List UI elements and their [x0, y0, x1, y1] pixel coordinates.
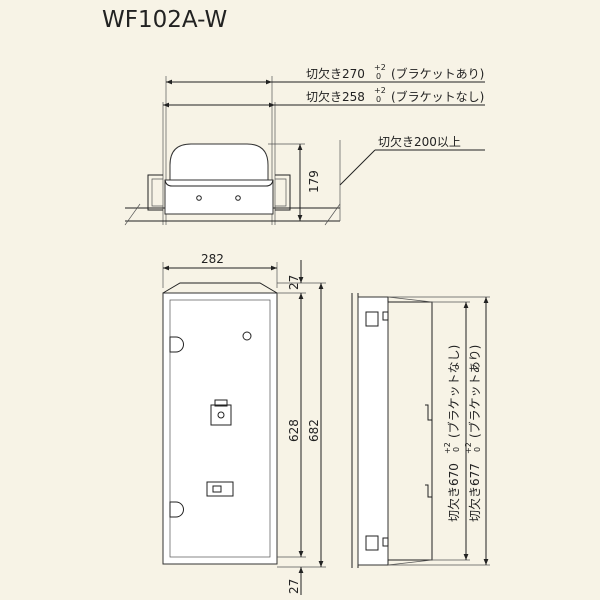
side-cutout-without-bracket: 切欠き670 +2 0 (ブラケットなし) [443, 345, 461, 522]
side-view [351, 293, 490, 568]
cabinet-front [162, 292, 278, 565]
hanger-fitting [210, 404, 232, 426]
side-hole [169, 336, 184, 353]
base-plate [164, 179, 274, 215]
tolerance-upper: +2 [374, 63, 386, 72]
tolerance-lower: 0 [376, 95, 381, 104]
bracket-top [365, 311, 379, 327]
side-cutout-with-bracket-label: 切欠き677 [467, 463, 482, 522]
bracket-left [147, 174, 163, 211]
side-cutout-with-bracket-suffix: (ブラケットあり) [467, 345, 482, 438]
model-title: WF102A-W [102, 7, 227, 33]
side-cutout-without-bracket-label: 切欠き670 [446, 463, 461, 522]
tolerance-lower: 0 [376, 72, 381, 81]
front-view [162, 260, 326, 595]
side-cutout-with-bracket: 切欠き677 +2 0 (ブラケットあり) [464, 345, 482, 522]
tolerance-lower: 0 [473, 447, 482, 452]
height-label: 179 [307, 170, 321, 193]
cabinet-inner [169, 299, 271, 558]
cabinet-side [357, 296, 389, 566]
width-label: 282 [201, 252, 224, 266]
tolerance-lower: 0 [452, 447, 461, 452]
bottom-margin-label: 27 [287, 579, 301, 594]
tolerance-upper: +2 [374, 86, 386, 95]
cutout-without-bracket-suffix: (ブラケットなし) [391, 89, 484, 104]
bracket-right [275, 174, 291, 211]
side-cutout-without-bracket-suffix: (ブラケットなし) [446, 345, 461, 438]
cutout-with-bracket-suffix: (ブラケットあり) [391, 66, 484, 81]
top-margin-label: 27 [287, 275, 301, 290]
latch-fitting [206, 481, 234, 497]
screw-hole [196, 195, 202, 201]
tolerance-upper: +2 [464, 442, 473, 454]
screw-hole [235, 195, 241, 201]
cutout-depth-label: 切欠き200以上 [378, 134, 461, 149]
outer-height-label: 682 [307, 419, 321, 442]
tolerance-upper: +2 [443, 442, 452, 454]
bracket-bottom [365, 535, 379, 551]
top-view [124, 76, 485, 226]
inner-height-label: 628 [287, 419, 301, 442]
side-hole [169, 501, 184, 518]
cutout-with-bracket-label: 切欠き270 [306, 66, 365, 81]
mount-hole [242, 331, 252, 341]
cutout-without-bracket-label: 切欠き258 [306, 89, 365, 104]
